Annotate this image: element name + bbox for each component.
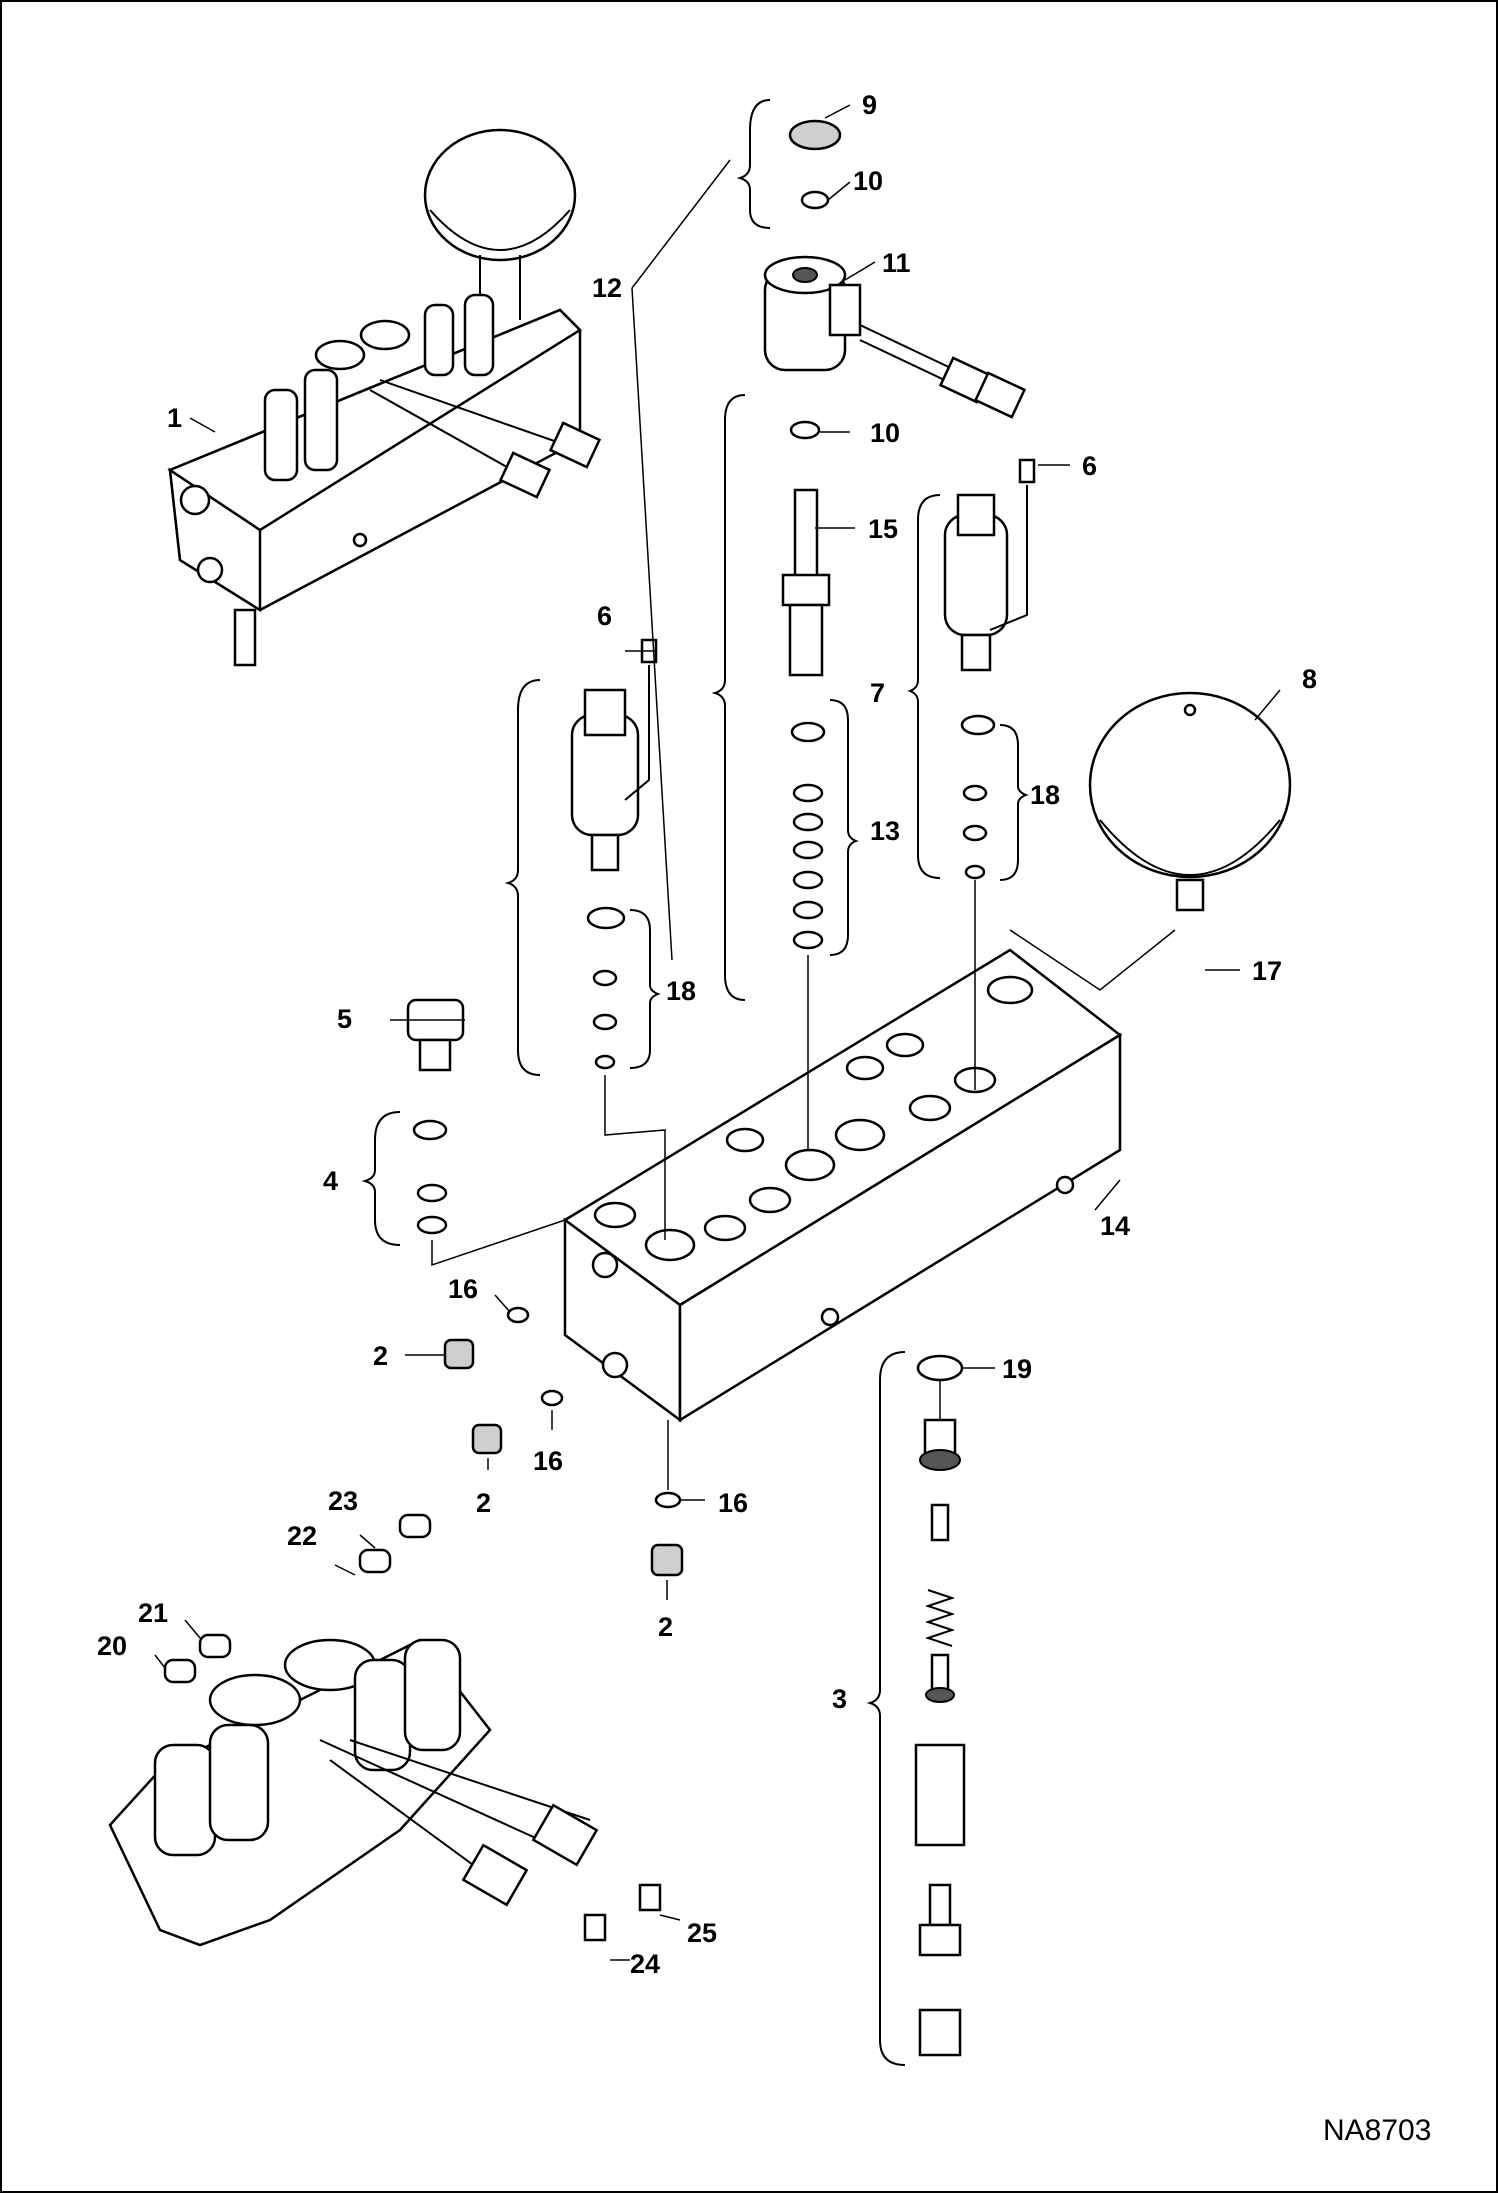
solenoid-valve-right <box>943 458 1036 1090</box>
callout-16c: 16 <box>718 1488 748 1518</box>
callout-18a: 18 <box>666 976 696 1006</box>
callout-21: 21 <box>138 1598 168 1628</box>
callout-12: 12 <box>592 273 622 303</box>
callout-6b: 6 <box>1082 451 1097 481</box>
callout-24: 24 <box>630 1949 660 1979</box>
callout-4: 4 <box>323 1166 338 1196</box>
callout-9: 9 <box>862 90 877 120</box>
callout-17: 17 <box>1252 956 1282 986</box>
callout-5: 5 <box>337 1004 352 1034</box>
callout-6a: 6 <box>597 601 612 631</box>
callout-20: 20 <box>97 1631 127 1661</box>
callout-22: 22 <box>287 1521 317 1551</box>
callout-18b: 18 <box>1030 780 1060 810</box>
assembled-valve-top <box>167 128 602 667</box>
callout-15: 15 <box>868 514 898 544</box>
drawing-code: NA8703 <box>1323 2114 1431 2147</box>
callout-16b: 16 <box>533 1446 563 1476</box>
callout-14: 14 <box>1100 1211 1130 1241</box>
plug-and-seals-left <box>406 998 566 1267</box>
callout-25: 25 <box>687 1918 717 1948</box>
callout-2b: 2 <box>476 1488 491 1518</box>
callout-3: 3 <box>832 1684 847 1714</box>
relief-valve-stack <box>914 1354 966 2057</box>
leader-lines <box>154 104 1281 1961</box>
plugs-and-orings <box>443 1306 684 1577</box>
solenoid-coil <box>763 119 1027 419</box>
assembled-valve-bottom <box>108 1513 662 1947</box>
callout-2c: 2 <box>658 1612 673 1642</box>
callout-19: 19 <box>1002 1354 1032 1384</box>
callout-10a: 10 <box>853 166 883 196</box>
solenoid-valve-left <box>570 638 666 1240</box>
callout-1: 1 <box>167 403 182 433</box>
callout-2a: 2 <box>373 1341 388 1371</box>
callout-23: 23 <box>328 1486 358 1516</box>
callout-7: 7 <box>870 678 885 708</box>
callout-labels: 1 2 2 2 3 4 5 6 6 7 8 9 10 10 11 12 13 1… <box>97 90 1431 2147</box>
brackets <box>361 99 1029 2066</box>
callout-10b: 10 <box>870 418 900 448</box>
manifold-block <box>562 948 1123 1423</box>
accumulator <box>1088 691 1292 912</box>
callout-8: 8 <box>1302 664 1317 694</box>
callout-13: 13 <box>870 816 900 846</box>
callout-16a: 16 <box>448 1274 478 1304</box>
cartridge-valve <box>781 420 831 1150</box>
callout-11: 11 <box>882 248 911 278</box>
